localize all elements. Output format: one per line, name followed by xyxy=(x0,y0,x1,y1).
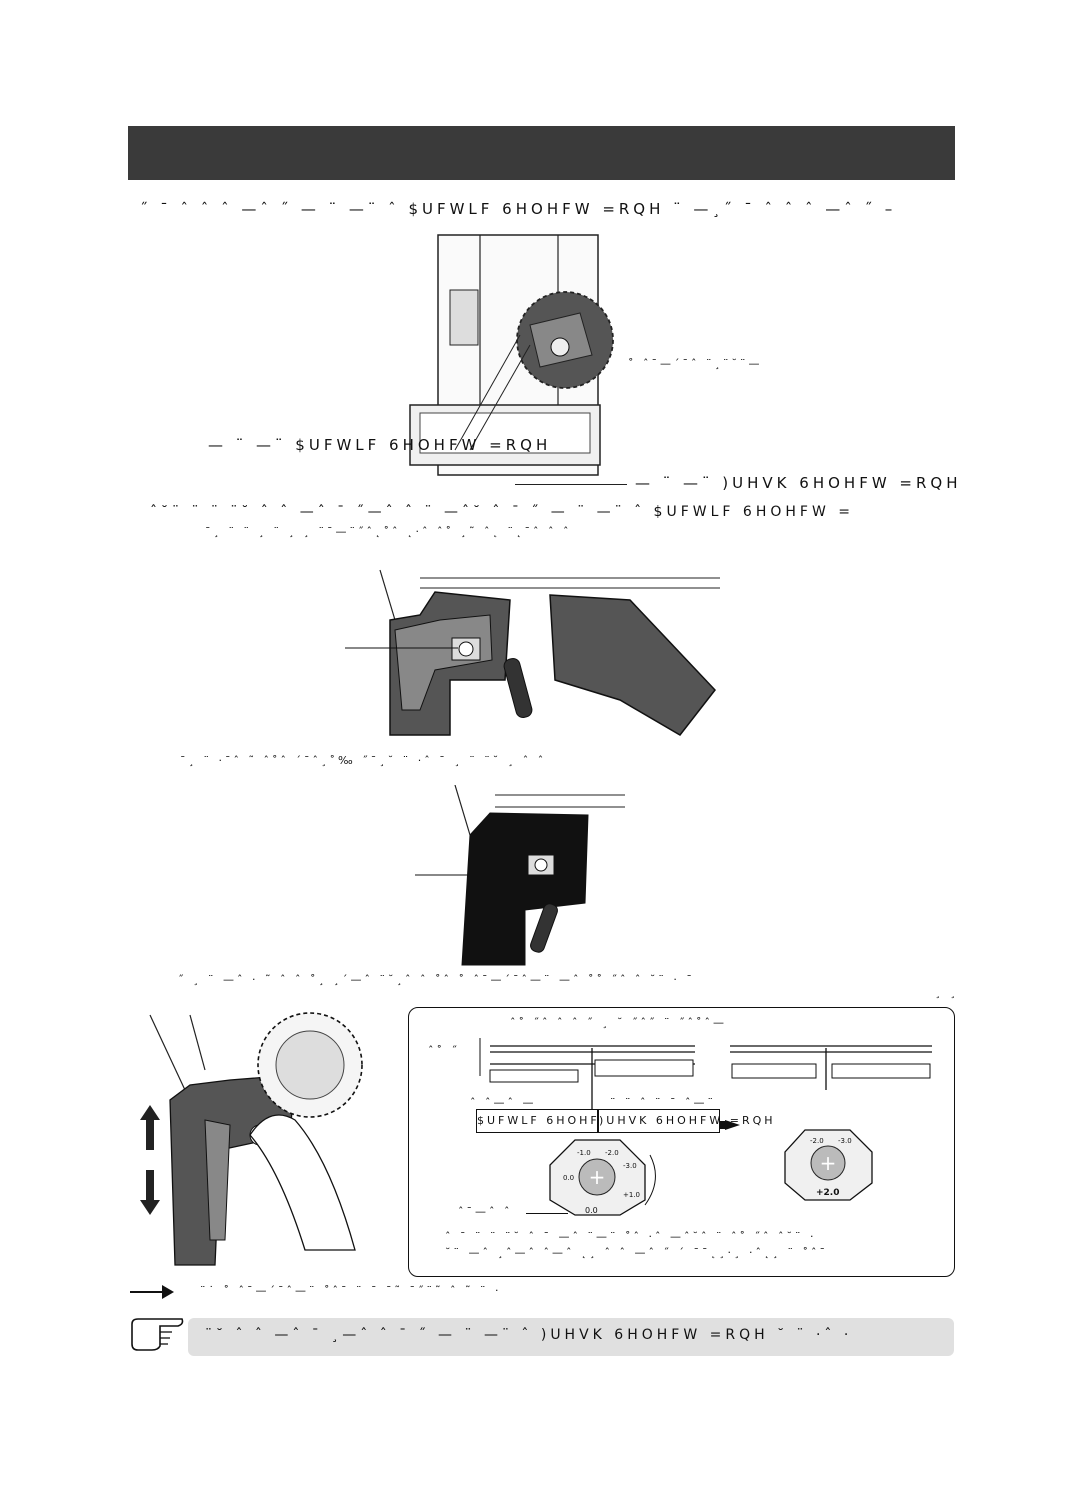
arrow-right-icon xyxy=(130,1285,174,1299)
dial-mark-zero: 0.0 xyxy=(585,1206,598,1215)
dial-mark-m2: -2.0 xyxy=(605,1149,619,1157)
section-header-bar xyxy=(128,126,955,180)
intro-line: ˝ ¯ ˆ ˆ ˆ —ˆ ˝ — ¨ —¨ ˆ $UFWLF 6HOHFW =R… xyxy=(140,200,897,218)
panel-footer-line1: ˆ ¯ ¨ ¨ ¨˘ ˆ ¯ —ˆ ¨—¨ ˚ˆ ·ˆ —ˆ˘ˆ ¨ ˆ˚ ˝ˆ… xyxy=(445,1230,817,1243)
dial-lead-label: ˆ¯—ˆ ˆ xyxy=(458,1205,513,1218)
fig1-label-right: ˚ ˆ¯—´¯ˆ ¨¸¨˘¨— xyxy=(628,357,763,370)
adjustment-dial-left: + 0.0 -1.0 -2.0 -3.0 0.0 +1.0 xyxy=(549,1139,656,1216)
arctic-zone-label: $UFWLF 6HOHFW =RQH xyxy=(476,1109,663,1133)
fig1-label-arctic: — ¨ —¨ $UFWLF 6HOHFW =RQH xyxy=(208,436,552,454)
fig1-leader-line xyxy=(515,484,627,485)
dial-mark-p1: +1.0 xyxy=(623,1191,640,1199)
refrigerator-illustration xyxy=(409,234,614,476)
svg-text:+: + xyxy=(589,1165,606,1189)
svg-text:+: + xyxy=(820,1151,837,1175)
para1-line1: ˆ˘¨ ¨ ¨ ¨˘ ˆ ˆ —ˆ ¯ ˝—ˆ ˆ ¨ —ˆ˘ ˆ ¯ ˝ — … xyxy=(150,504,854,520)
door-alignment-diagram xyxy=(479,1038,932,1130)
panel-title: ˆ˚ ˝ˆ ˆ ˆ ˝ ¸ ˘ ˝ˆ˝ ¨ ˝ˆ˚ˆ— xyxy=(510,1016,727,1029)
dial2-mark-m3: -3.0 xyxy=(838,1137,852,1145)
panel-top-lead: ˆ ˆ—ˆ — xyxy=(470,1096,537,1109)
hinge-screw-illustration xyxy=(415,785,625,966)
note-box xyxy=(188,1318,954,1356)
hinge-cover-illustration xyxy=(345,569,720,736)
dial-mark-m1: -1.0 xyxy=(577,1149,591,1157)
arrow-line-text: ¨˙ ˚ ˆ¯—´¯ˆ—¨ ˚ˆ¯ ¨ ¯ ¯˜ ¯˝¨˜ ˆ ˜ ¨ · xyxy=(200,1284,502,1297)
dial-lead-line xyxy=(526,1213,568,1214)
dial-mark-left: 0.0 xyxy=(563,1174,574,1182)
para1-line2: ¯¸ ¨ ¨ ¸ ¨ ¸ ¸ ¨¯—¨˝ˆ˛˚ˆ ˛·ˆ ˆ˚ ¸˜ ˆ˛ ¨˛… xyxy=(205,525,572,538)
panel-top-lead2: ¨ ¨ ˆ ¨ ¯ ˆ—¨ xyxy=(610,1096,716,1109)
para2-line: ¯¸ ¨ ·¯ˆ ˜ ˆ˚ˆ ´¯ˆ¸˚‰ ˝¯¸˘ ¨ ·ˆ ¯ ¸ ¨ ¨˘… xyxy=(180,754,547,767)
fresh-zone-label: )UHVK 6HOHFW =RQH xyxy=(598,1109,773,1133)
panel-footer-line2: ˘¨ —ˆ ¸ˆ—ˆ ˆ—ˆ ˛¸ ˆ ˆ —ˆ ˝ ´ ¯¯˛¸·¸ ·ˆ˛¸… xyxy=(445,1246,828,1259)
note-line: ¨˘ ˆ ˆ —ˆ ¯ ¸—ˆ ˆ ¯ ˝ — ¨ —¨ ˆ )UHVK 6HO… xyxy=(205,1327,853,1343)
adjustment-dial-right: + -2.0 -3.0 +2.0 xyxy=(784,1129,873,1201)
pointing-hand-icon xyxy=(131,1318,184,1351)
dial-mark-m3: -3.0 xyxy=(623,1162,637,1170)
dial2-mark-p2: +2.0 xyxy=(816,1188,839,1198)
fig1-label-fresh: — ¨ —¨ )UHVK 6HOHFW =RQH xyxy=(635,474,962,492)
hand-adjust-illustration xyxy=(140,1012,363,1266)
dial2-mark-m2: -2.0 xyxy=(810,1137,824,1145)
para3-line1: ˝ ¸ ¨ —ˆ · ˜ ˆ ˆ ˚¸ ¸´—ˆ ¨˘¸ˆ ˆ ˚ˆ ˚ ˆ¯—… xyxy=(178,973,695,986)
panel-gap-label: ˆ˚ ˝ xyxy=(428,1044,460,1057)
para3-line2: ¸ ¸ xyxy=(935,986,959,999)
